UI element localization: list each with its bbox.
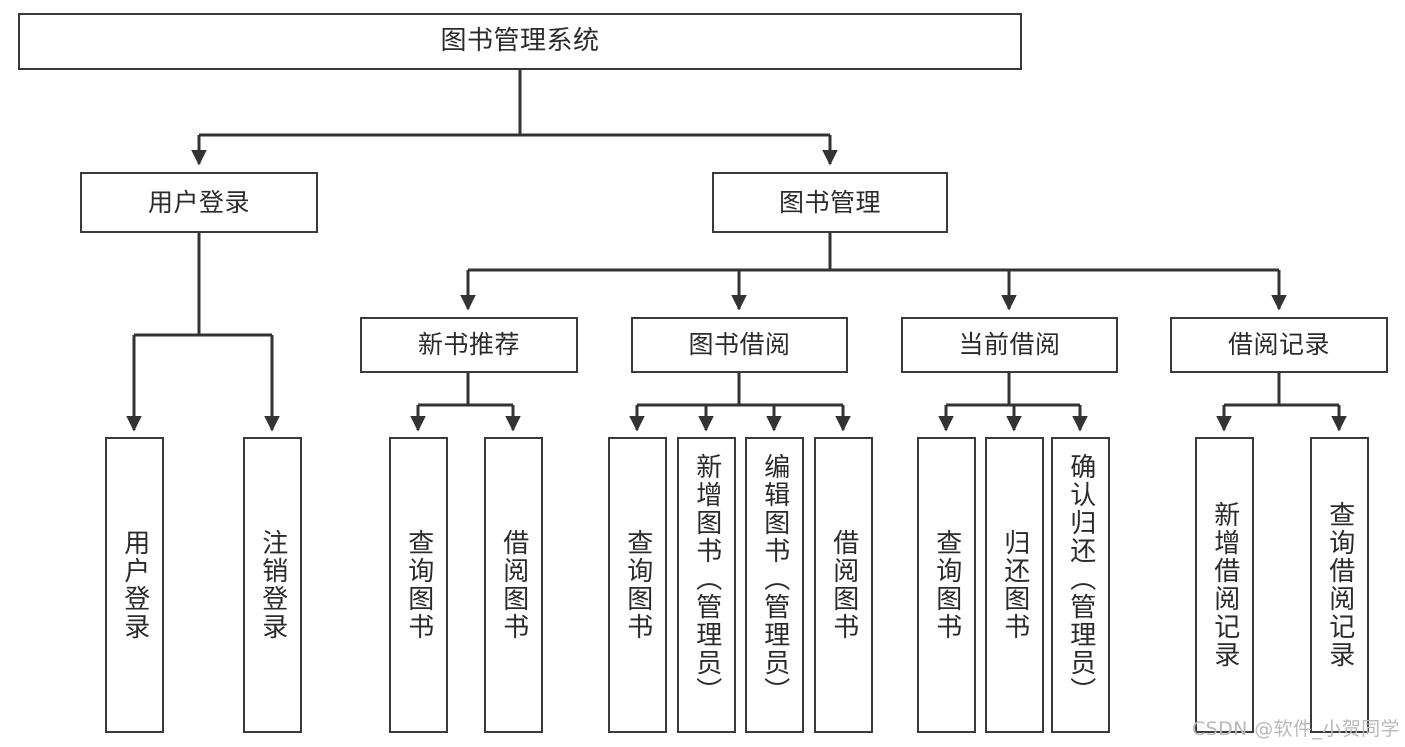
node-label: 查询图书 bbox=[403, 529, 434, 641]
node-label: 归还图书 bbox=[999, 529, 1030, 641]
node-label: 新增借阅记录 bbox=[1209, 501, 1240, 669]
leaf-book-borrow-edit[interactable]: 编辑图书（管理员） bbox=[745, 437, 804, 733]
node-label: 注销登录 bbox=[257, 529, 288, 641]
leaf-book-borrow-query[interactable]: 查询图书 bbox=[608, 437, 667, 733]
node-label: 借阅图书 bbox=[828, 529, 859, 641]
node-label: 查询借阅记录 bbox=[1324, 501, 1355, 669]
node-book-management[interactable]: 图书管理 bbox=[712, 172, 948, 233]
node-current-borrow[interactable]: 当前借阅 bbox=[901, 317, 1118, 373]
node-borrow-record[interactable]: 借阅记录 bbox=[1170, 317, 1388, 373]
node-book-borrow[interactable]: 图书借阅 bbox=[631, 317, 848, 373]
node-label: 新书推荐 bbox=[417, 330, 520, 359]
node-user-login[interactable]: 用户登录 bbox=[80, 172, 318, 233]
node-label: 确认归还（管理员） bbox=[1065, 453, 1096, 705]
node-label: 图书管理系统 bbox=[440, 25, 600, 56]
node-label: 图书管理 bbox=[778, 187, 881, 217]
node-label: 用户登录 bbox=[119, 529, 150, 641]
node-label: 新增图书（管理员） bbox=[691, 453, 722, 705]
leaf-user-login-logout[interactable]: 注销登录 bbox=[243, 437, 302, 733]
leaf-user-login-login[interactable]: 用户登录 bbox=[105, 437, 164, 733]
leaf-borrow-record-add[interactable]: 新增借阅记录 bbox=[1195, 437, 1254, 733]
node-label: 用户登录 bbox=[147, 187, 250, 217]
leaf-new-book-borrow[interactable]: 借阅图书 bbox=[484, 437, 543, 733]
leaf-current-borrow-query[interactable]: 查询图书 bbox=[917, 437, 976, 733]
csdn-watermark: CSDN @软件_小贺同学 bbox=[1192, 718, 1400, 740]
node-label: 借阅记录 bbox=[1227, 330, 1330, 359]
leaf-borrow-record-query[interactable]: 查询借阅记录 bbox=[1310, 437, 1369, 733]
node-root-system[interactable]: 图书管理系统 bbox=[18, 13, 1022, 70]
leaf-current-borrow-return[interactable]: 归还图书 bbox=[985, 437, 1044, 733]
leaf-new-book-query[interactable]: 查询图书 bbox=[389, 437, 448, 733]
node-label: 编辑图书（管理员） bbox=[759, 453, 790, 705]
node-label: 查询图书 bbox=[931, 529, 962, 641]
node-label: 图书借阅 bbox=[688, 330, 791, 359]
node-label: 当前借阅 bbox=[958, 330, 1061, 359]
node-label: 借阅图书 bbox=[498, 529, 529, 641]
node-label: 查询图书 bbox=[622, 529, 653, 641]
leaf-book-borrow-add[interactable]: 新增图书（管理员） bbox=[677, 437, 736, 733]
leaf-book-borrow-borrow[interactable]: 借阅图书 bbox=[814, 437, 873, 733]
node-new-book-recommend[interactable]: 新书推荐 bbox=[360, 317, 578, 373]
leaf-current-borrow-confirm-return[interactable]: 确认归还（管理员） bbox=[1051, 437, 1110, 733]
